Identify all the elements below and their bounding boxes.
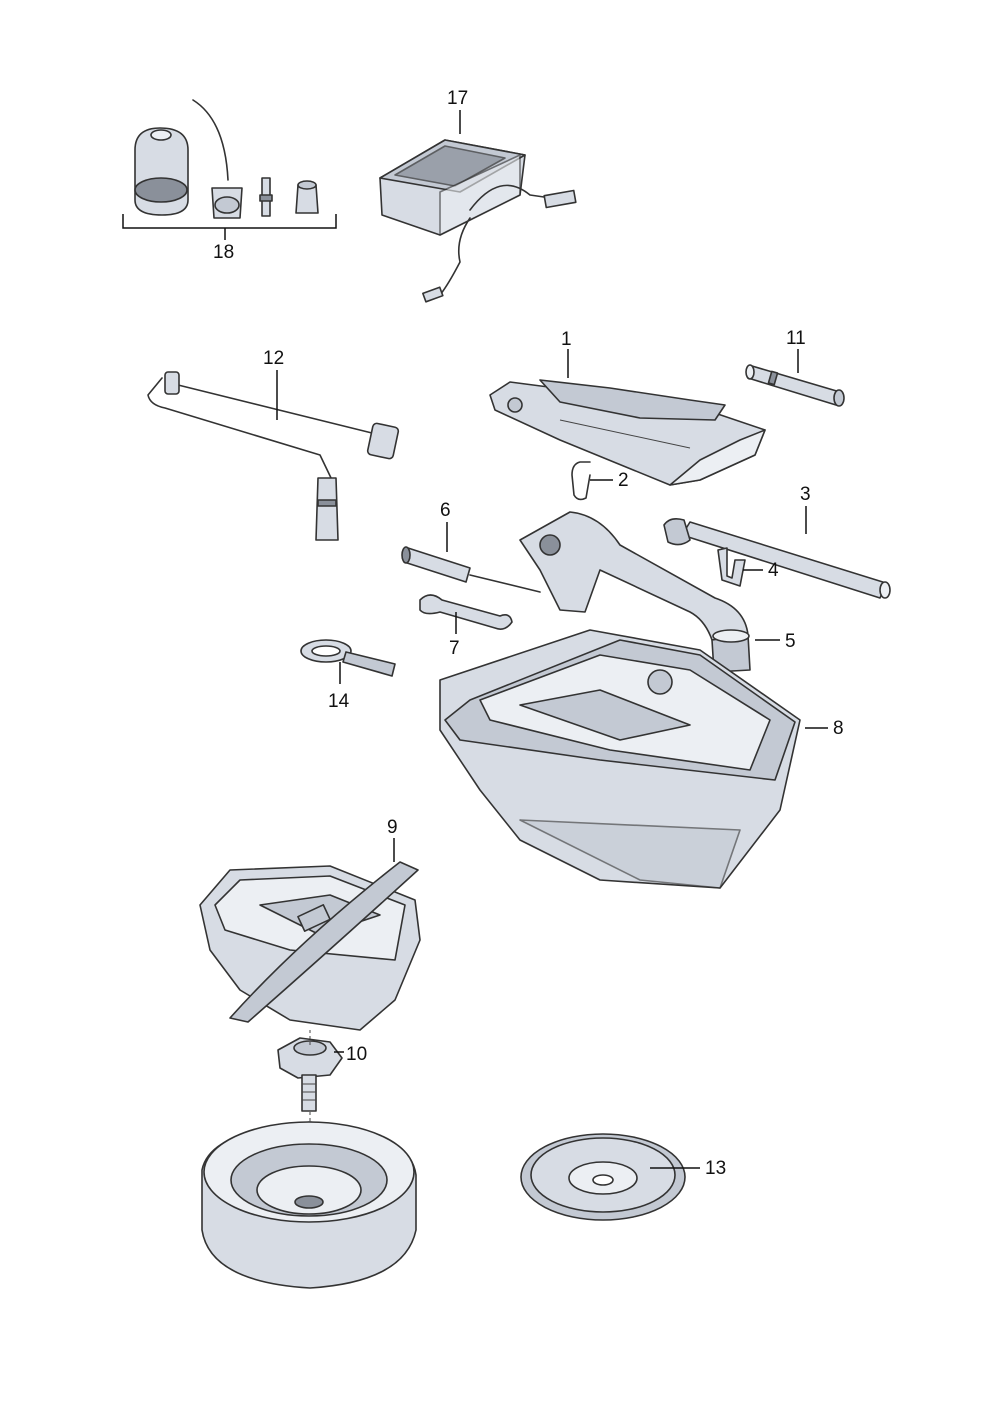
part-10-wing-nut[interactable] (277, 1030, 343, 1205)
callout-17: 17 (447, 88, 468, 109)
part-13-cover-disc[interactable] (520, 1133, 686, 1221)
callout-8: 8 (833, 718, 844, 739)
part-18-tyre-repair-kit[interactable] (122, 99, 337, 240)
part-9-tray-with-strap[interactable] (199, 861, 421, 1031)
part-17-compressor[interactable] (379, 139, 577, 303)
part-5-crank-handle[interactable] (519, 511, 751, 673)
callout-7: 7 (449, 638, 460, 659)
part-1-jack[interactable] (489, 379, 766, 486)
part-2-clip[interactable] (571, 461, 591, 501)
callout-9: 9 (387, 817, 398, 838)
callout-11: 11 (786, 328, 806, 349)
part-3-wheel-wrench[interactable] (663, 518, 891, 599)
callout-18: 18 (213, 242, 234, 263)
spare-wheel (201, 1121, 417, 1289)
part-11-pin[interactable] (745, 364, 845, 407)
callout-2: 2 (618, 470, 629, 491)
callout-12: 12 (263, 348, 284, 369)
callout-13: 13 (705, 1158, 726, 1179)
callout-3: 3 (800, 484, 811, 505)
part-12-crank-rod[interactable] (147, 371, 400, 541)
part-7-spanner[interactable] (419, 594, 513, 630)
callout-10: 10 (346, 1044, 367, 1065)
callout-14: 14 (328, 691, 350, 712)
callout-5: 5 (785, 631, 796, 652)
part-4-u-clip[interactable] (717, 547, 746, 587)
part-6-screwdriver[interactable] (401, 546, 541, 593)
callout-4: 4 (768, 560, 779, 581)
part-8-tool-tray[interactable] (439, 629, 801, 889)
callout-1: 1 (561, 329, 572, 350)
callout-6: 6 (440, 500, 451, 521)
part-14-towing-eye[interactable] (300, 639, 396, 677)
